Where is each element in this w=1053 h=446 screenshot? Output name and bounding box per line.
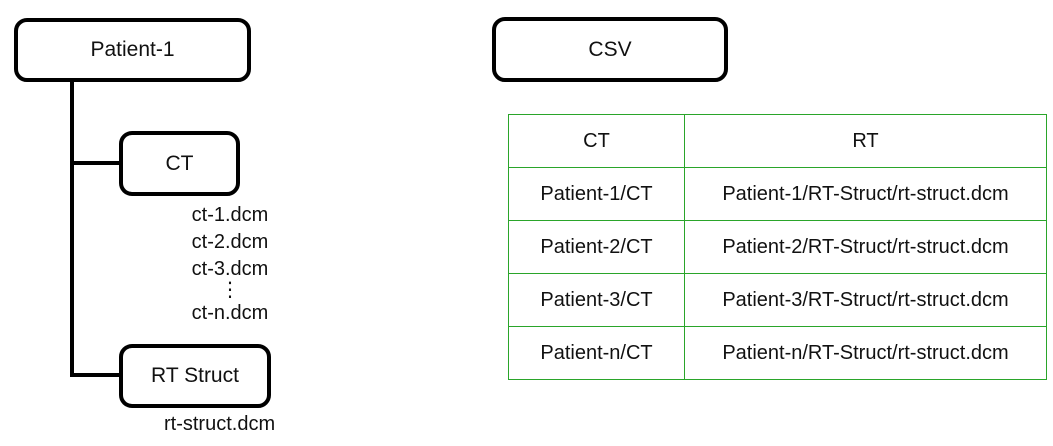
table-row: Patient-1/CT Patient-1/RT-Struct/rt-stru… — [508, 167, 1047, 221]
ct-file-item-last: ct-n.dcm — [191, 302, 269, 324]
table-row: Patient-3/CT Patient-3/RT-Struct/rt-stru… — [508, 273, 1047, 327]
rt-path-cell: Patient-n/RT-Struct/rt-struct.dcm — [684, 326, 1047, 380]
rt-struct-file: rt-struct.dcm — [164, 413, 276, 435]
tree-trunk-line — [70, 80, 74, 377]
ct-folder-node: CT — [119, 131, 240, 196]
ct-file-list: ct-1.dcm ct-2.dcm ct-3.dcm ⋮ ct-n.dcm — [175, 202, 285, 327]
ct-branch-line — [70, 161, 122, 165]
rt-path-cell: Patient-2/RT-Struct/rt-struct.dcm — [684, 220, 1047, 274]
table-row: Patient-n/CT Patient-n/RT-Struct/rt-stru… — [508, 326, 1047, 380]
column-header-rt: RT — [684, 114, 1047, 168]
ct-path-cell: Patient-1/CT — [508, 167, 685, 221]
ct-file-item: ct-1.dcm — [191, 204, 269, 226]
csv-title-label: CSV — [588, 37, 632, 61]
ct-file-item: ct-3.dcm — [191, 258, 269, 280]
rt-struct-folder-label: RT Struct — [151, 364, 239, 387]
patient-folder-label: Patient-1 — [90, 38, 175, 61]
column-header-ct: CT — [508, 114, 685, 168]
rt-path-cell: Patient-3/RT-Struct/rt-struct.dcm — [684, 273, 1047, 327]
patient-folder-node: Patient-1 — [14, 18, 251, 82]
ct-path-cell: Patient-2/CT — [508, 220, 685, 274]
ct-folder-label: CT — [165, 151, 194, 175]
csv-table: CT RT Patient-1/CT Patient-1/RT-Struct/r… — [508, 114, 1047, 380]
rt-branch-line — [70, 373, 122, 377]
ct-path-cell: Patient-3/CT — [508, 273, 685, 327]
ct-path-cell: Patient-n/CT — [508, 326, 685, 380]
csv-title-node: CSV — [492, 17, 728, 82]
table-row: Patient-2/CT Patient-2/RT-Struct/rt-stru… — [508, 220, 1047, 274]
ct-file-item: ct-2.dcm — [191, 231, 269, 253]
table-header-row: CT RT — [508, 114, 1047, 168]
rt-struct-folder-node: RT Struct — [119, 344, 271, 408]
ellipsis-marker: ⋮ — [220, 279, 240, 301]
rt-path-cell: Patient-1/RT-Struct/rt-struct.dcm — [684, 167, 1047, 221]
